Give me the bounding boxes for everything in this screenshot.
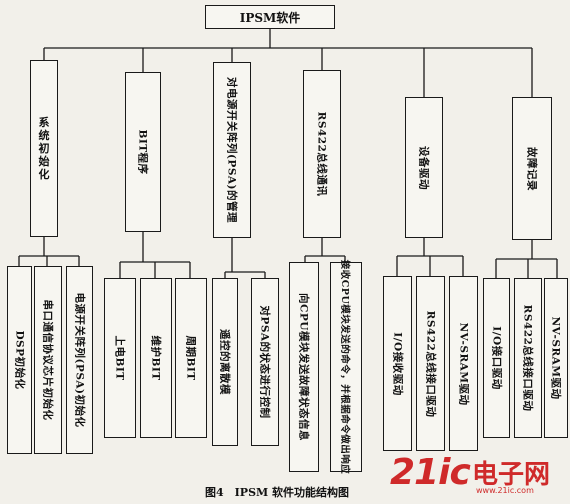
figure-caption: 图4 IPSM 软件功能结构图 <box>205 486 350 499</box>
leaf-rs422-driver-a: RS422总线接口驱动 <box>416 276 445 451</box>
category-fault-log: 故障记录 <box>512 97 552 240</box>
leaf-label: NV-SRAM驱动 <box>457 322 469 405</box>
root-node: IPSM软件 <box>205 5 335 29</box>
stack-char: 初 <box>38 142 50 155</box>
site-logo: 21ic 电子网 www.21ic.com <box>390 452 565 502</box>
leaf-dsp-init: DSP初始化 <box>7 266 32 454</box>
leaf-label: 串口通信协议芯片初始化 <box>41 299 54 421</box>
leaf-label: RS422总线接口驱动 <box>521 304 534 412</box>
category-psa-management: 对电源开关阵列(PSA)的管理 <box>213 62 251 238</box>
leaf-nvsram-driver-b: NV-SRAM驱动 <box>544 278 568 438</box>
leaf-label: 电源开关阵列(PSA)初始化 <box>73 292 85 428</box>
leaf-label: 遥控的离散模 <box>218 329 231 395</box>
leaf-receive-commands: 接收CPU模块发送的命令，并根据命令做出响应 <box>330 259 362 475</box>
category-fault-label: 故障记录 <box>525 146 538 191</box>
category-bit: BIT程序 <box>125 72 161 232</box>
leaf-label: 周期BIT <box>184 335 197 381</box>
category-drivers-label: 设备驱动 <box>417 145 430 190</box>
leaf-rs422-driver-b: RS422总线接口驱动 <box>514 278 542 438</box>
leaf-label: I/O接口驱动 <box>490 326 502 390</box>
category-rs422: RS422总线通讯 <box>303 70 341 238</box>
leaf-periodic-bit: 周期BIT <box>175 278 207 438</box>
leaf-label: 接收CPU模块发送的命令，并根据命令做出响应 <box>339 259 350 475</box>
category-psa-label: 对电源开关阵列(PSA)的管理 <box>225 76 238 224</box>
leaf-power-on-bit: 上电BIT <box>104 278 136 438</box>
leaf-io-interface-driver: I/O接口驱动 <box>483 278 510 438</box>
category-init-label: 系统初始化 <box>31 61 57 236</box>
leaf-label: 向CPU模块发送故障状态信息 <box>297 293 310 441</box>
leaf-label: DSP初始化 <box>13 330 25 390</box>
leaf-psa-state-control: 对PSA的状态进行控制 <box>251 278 279 446</box>
leaf-send-fault-status: 向CPU模块发送故障状态信息 <box>289 262 319 472</box>
leaf-remote-discrete: 遥控的离散模 <box>212 278 238 446</box>
leaf-label: 维护BIT <box>149 335 162 381</box>
leaf-nvsram-driver-a: NV-SRAM驱动 <box>449 276 478 451</box>
stack-char: 化 <box>38 168 50 181</box>
leaf-psa-init: 电源开关阵列(PSA)初始化 <box>66 266 93 454</box>
logo-main-text: 21ic <box>390 452 471 493</box>
leaf-label: I/O接收驱动 <box>391 331 403 396</box>
leaf-label: 对PSA的状态进行控制 <box>258 305 271 419</box>
leaf-label: RS422总线接口驱动 <box>424 310 436 417</box>
category-rs422-label: RS422总线通讯 <box>315 111 328 197</box>
category-bit-label: BIT程序 <box>136 129 149 175</box>
category-drivers: 设备驱动 <box>405 97 443 238</box>
category-init: 系统初始化 <box>30 60 58 237</box>
leaf-serial-init: 串口通信协议芯片初始化 <box>34 266 62 454</box>
stack-char: 始 <box>38 155 50 168</box>
leaf-maintenance-bit: 维护BIT <box>140 278 172 438</box>
stack-char: 统 <box>38 129 50 142</box>
leaf-io-receive-driver: I/O接收驱动 <box>383 276 412 451</box>
stack-char: 系 <box>38 116 50 129</box>
leaf-label: NV-SRAM驱动 <box>549 316 562 400</box>
logo-cn-text: 电子网 <box>472 460 551 490</box>
logo-url-text: www.21ic.com <box>476 486 534 495</box>
leaf-label: 上电BIT <box>113 335 126 381</box>
root-label: IPSM软件 <box>239 10 301 25</box>
